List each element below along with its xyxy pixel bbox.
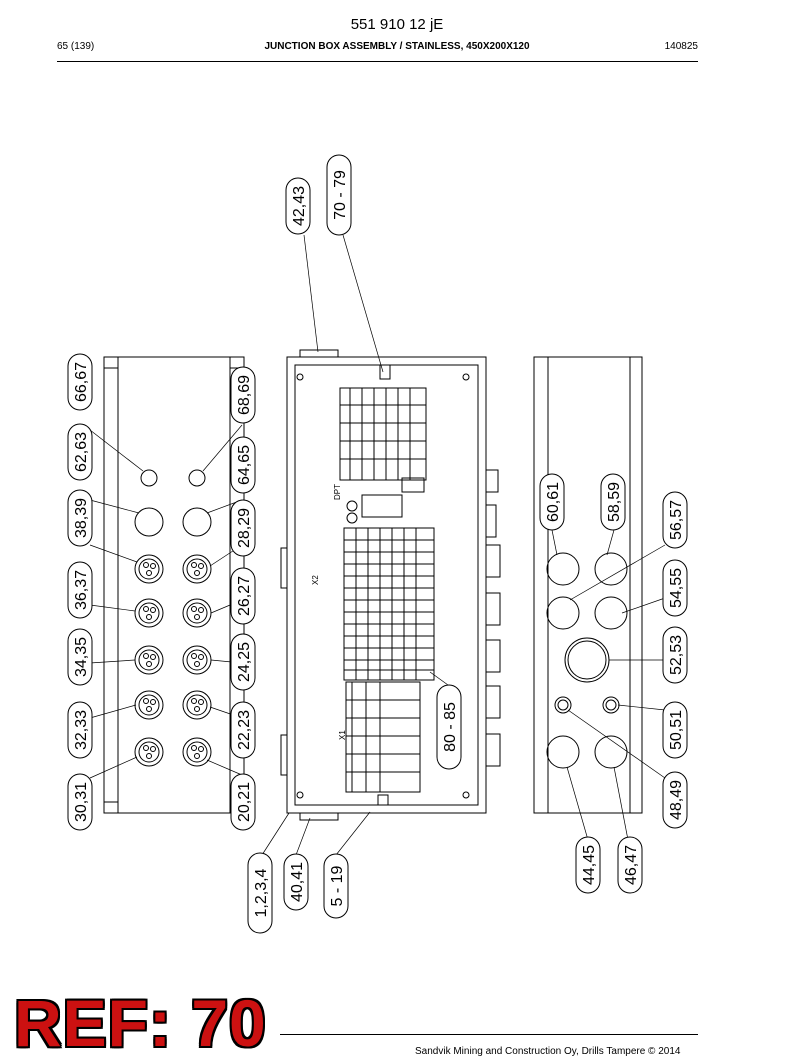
svg-text:46,47: 46,47 [623,845,640,885]
svg-text:38,39: 38,39 [73,498,90,538]
svg-text:80 - 85: 80 - 85 [442,702,459,752]
svg-text:22,23: 22,23 [236,710,253,750]
svg-text:52,53: 52,53 [668,635,685,675]
callout-48-49: 48,49 [662,771,688,829]
ref-stamp: REF: 70 [14,986,267,1060]
callout-50-51: 50,51 [662,701,688,759]
callout-34-35: 34,35 [67,628,93,686]
svg-text:42,43: 42,43 [291,186,308,226]
svg-text:58,59: 58,59 [606,482,623,522]
callout-40-41: 40,41 [283,853,309,911]
svg-text:54,55: 54,55 [668,568,685,608]
callout-80-85: 80 - 85 [436,684,462,770]
svg-text:62,63: 62,63 [73,432,90,472]
callout-22-23: 22,23 [230,701,256,759]
callout-24-25: 24,25 [230,633,256,691]
svg-text:68,69: 68,69 [236,375,253,415]
callout-44-45: 44,45 [575,836,601,894]
callout-38-39: 38,39 [67,489,93,547]
callout-32-33: 32,33 [67,701,93,759]
callout-66-67: 66,67 [67,353,93,411]
callout-64-65: 64,65 [230,436,256,494]
callout-68-69: 68,69 [230,366,256,424]
callout-58-59: 58,59 [600,473,626,531]
cable-gland [134,554,212,767]
footer-copyright: Sandvik Mining and Construction Oy, Dril… [415,1046,681,1057]
front-view [280,349,501,821]
leader-lines [89,234,666,856]
svg-text:28,29: 28,29 [236,508,253,548]
terminal-x2-label: X2 [311,575,320,585]
callout-42-43: 42,43 [285,177,311,235]
svg-text:44,45: 44,45 [581,845,598,885]
callout-1-2-3-4: 1,2,3,4 [247,852,273,934]
svg-text:50,51: 50,51 [668,710,685,750]
callout-52-53: 52,53 [662,626,688,684]
callout-46-47: 46,47 [617,836,643,894]
svg-text:40,41: 40,41 [289,862,306,902]
callout-54-55: 54,55 [662,559,688,617]
svg-text:60,61: 60,61 [545,482,562,522]
svg-text:48,49: 48,49 [668,780,685,820]
page-number: 65 (139) [57,41,95,52]
svg-text:66,67: 66,67 [73,362,90,402]
left-side-view [103,356,245,814]
callout-5-19: 5 - 19 [323,853,349,919]
svg-text:32,33: 32,33 [73,710,90,750]
callout-56-57: 56,57 [662,491,688,549]
callout-30-31: 30,31 [67,773,93,831]
svg-text:30,31: 30,31 [73,782,90,822]
blanking-plug [134,507,212,537]
document-code: 551 910 12 jE [350,16,444,33]
svg-text:24,25: 24,25 [236,642,253,682]
footer-rule [280,1034,698,1035]
page-title: JUNCTION BOX ASSEMBLY / STAINLESS, 450X2… [264,41,530,52]
svg-text:70 - 79: 70 - 79 [332,170,349,220]
callout-26-27: 26,27 [230,567,256,625]
small-plug [140,469,206,487]
svg-text:5 - 19: 5 - 19 [329,865,346,906]
svg-text:26,27: 26,27 [236,576,253,616]
header-rule [57,61,698,62]
svg-text:34,35: 34,35 [73,637,90,677]
svg-text:64,65: 64,65 [236,445,253,485]
svg-text:1,2,3,4: 1,2,3,4 [253,868,270,917]
callout-36-37: 36,37 [67,561,93,619]
svg-text:20,21: 20,21 [236,782,253,822]
svg-text:56,57: 56,57 [668,500,685,540]
svg-text:36,37: 36,37 [73,570,90,610]
callout-62-63: 62,63 [67,423,93,481]
callout-70-79: 70 - 79 [326,154,352,236]
right-side-view [533,356,643,814]
callout-60-61: 60,61 [539,473,565,531]
callout-20-21: 20,21 [230,773,256,831]
dpt-label: DPT [333,484,342,500]
revision-date: 140825 [664,41,698,52]
callout-28-29: 28,29 [230,499,256,557]
terminal-x1-label: X1 [338,730,347,740]
